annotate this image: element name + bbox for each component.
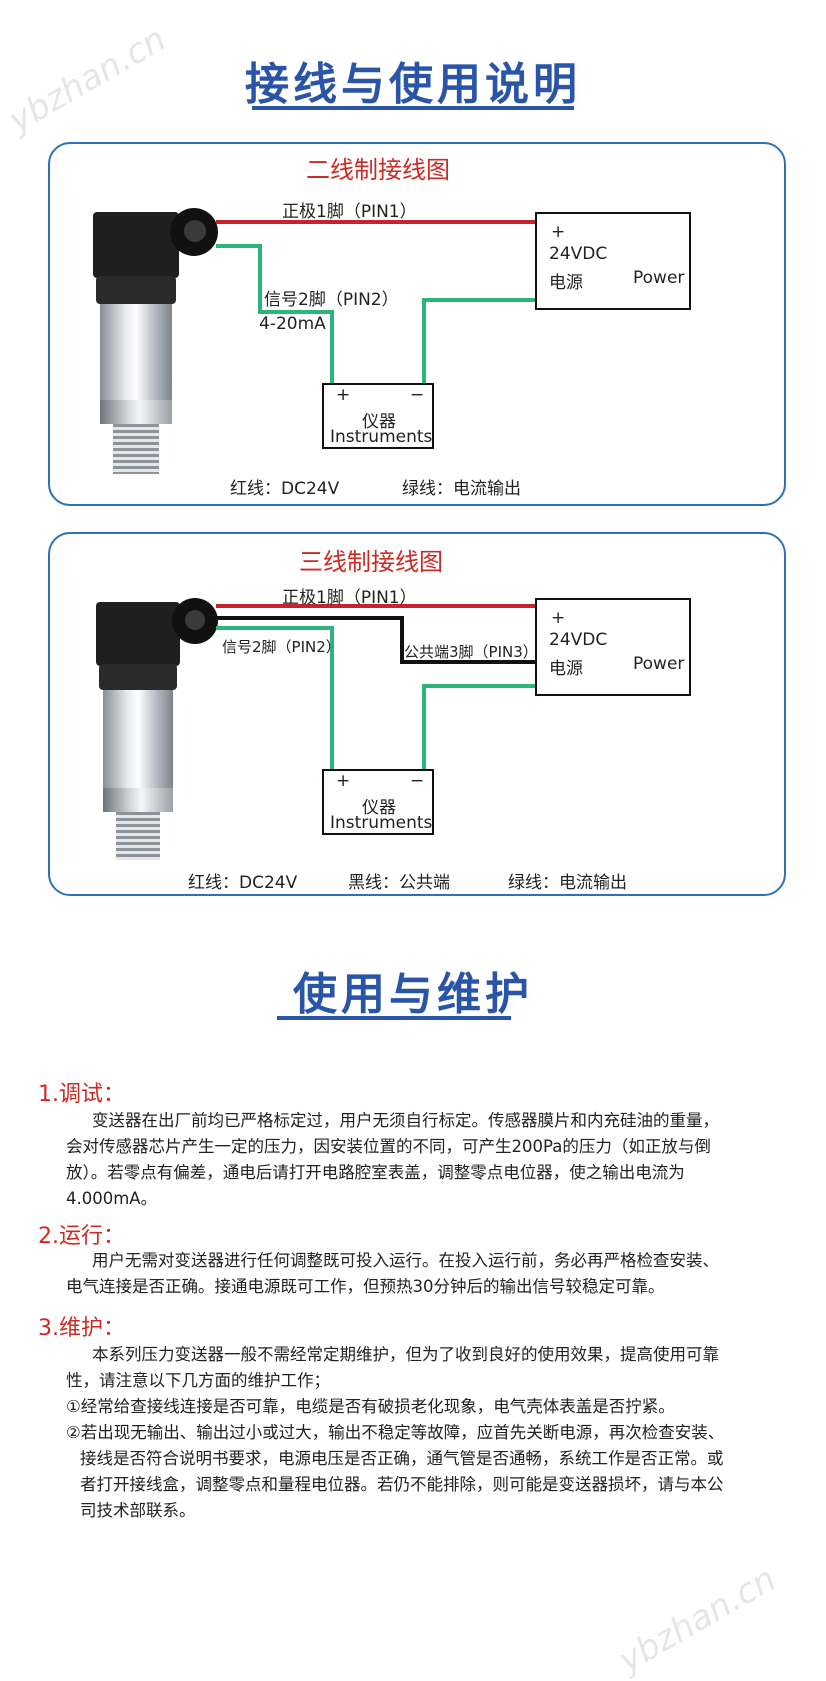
- two-wire-pin2-label: 信号2脚（PIN2）: [264, 290, 399, 310]
- instrument-label-en: Instruments: [330, 427, 433, 447]
- green-wire-pin2-b: [330, 626, 334, 770]
- power-voltage: 24VDC: [549, 244, 608, 264]
- two-wire-instrument-box: + − 仪器 Instruments: [322, 383, 434, 449]
- green-wire-return-b: [422, 684, 426, 770]
- paragraph-line: ①经常给查接线连接是否可靠，电缆是否有破损老化现象，电气壳体表盖是否拧紧。: [66, 1397, 675, 1416]
- section-heading-operation: 2.运行：: [38, 1224, 125, 1249]
- paragraph-line: 会对传感器芯片产生一定的压力，因安装位置的不同，可产生200Pa的压力（如正放与…: [66, 1137, 711, 1156]
- two-wire-legend-red: 红线：DC24V: [230, 479, 340, 499]
- paragraph-line: 本系列压力变送器一般不需经常定期维护，但为了收到良好的使用效果，提高使用可靠: [92, 1345, 719, 1364]
- paragraph-line: ②若出现无输出、输出过小或过大，输出不稳定等故障，应首先关断电源，再次检查安装、: [66, 1423, 725, 1442]
- three-wire-instrument-box: + − 仪器 Instruments: [322, 769, 434, 835]
- section-body-debug: 变送器在出厂前均已严格标定过，用户无须自行标定。传感器膜片和内充硅油的重量， 会…: [66, 1108, 806, 1212]
- paragraph-line: 变送器在出厂前均已严格标定过，用户无须自行标定。传感器膜片和内充硅油的重量，: [92, 1111, 719, 1130]
- power-voltage: 24VDC: [549, 630, 608, 650]
- paragraph-line: 用户无需对变送器进行任何调整既可投入运行。在投入运行前，务必再严格检查安装、: [92, 1251, 719, 1270]
- three-wire-pin3-label: 公共端3脚（PIN3）: [404, 643, 538, 661]
- three-wire-power-box: + 24VDC 电源 Power: [535, 598, 691, 696]
- paragraph-line: 接线是否符合说明书要求，电源电压是否正确，通气管是否通畅，系统工作是否正常。或: [80, 1449, 724, 1468]
- section-body-operation: 用户无需对变送器进行任何调整既可投入运行。在投入运行前，务必再严格检查安装、 电…: [66, 1248, 806, 1300]
- green-wire-return-a: [422, 684, 536, 688]
- red-wire-pin1: [216, 220, 536, 224]
- instrument-minus-sign: −: [410, 385, 425, 405]
- paragraph-line: 电气连接是否正确。接通电源既可工作，但预热30分钟后的输出信号较稳定可靠。: [66, 1277, 665, 1296]
- three-wire-panel: [48, 532, 786, 896]
- black-wire-pin3-a: [216, 616, 404, 620]
- wiring-title: 接线与使用说明: [245, 59, 581, 110]
- paragraph-line: 者打开接线盒，调整零点和量程电位器。若仍不能排除，则可能是变送器损坏，请与本公: [80, 1475, 724, 1494]
- power-label-en: Power: [633, 268, 685, 288]
- three-wire-legend-black: 黑线：公共端: [348, 873, 450, 893]
- green-wire-pin2-d: [330, 310, 334, 384]
- power-label-en: Power: [633, 654, 685, 674]
- two-wire-power-box: + 24VDC 电源 Power: [535, 212, 691, 310]
- green-wire-return-b: [422, 298, 426, 384]
- section-heading-maintenance: 3.维护：: [38, 1316, 125, 1341]
- maintenance-title: 使用与维护: [293, 969, 533, 1020]
- two-wire-title: 二线制接线图: [306, 156, 450, 184]
- three-wire-pin1-label: 正极1脚（PIN1）: [282, 588, 417, 608]
- three-wire-legend-red: 红线：DC24V: [188, 873, 298, 893]
- green-wire-pin2-a: [216, 626, 334, 630]
- green-wire-pin2-a: [216, 244, 262, 248]
- maintenance-title-underline: [277, 1016, 511, 1020]
- instrument-label-cn: 仪器: [362, 412, 396, 432]
- three-wire-title: 三线制接线图: [299, 548, 443, 576]
- paragraph-line: 性，请注意以下几方面的维护工作；: [66, 1371, 330, 1390]
- section-body-maintenance: 本系列压力变送器一般不需经常定期维护，但为了收到良好的使用效果，提高使用可靠 性…: [66, 1342, 806, 1524]
- section-heading-debug: 1.调试：: [38, 1082, 125, 1107]
- green-wire-pin2-b: [258, 244, 262, 314]
- red-wire-pin1: [216, 604, 536, 608]
- instrument-minus-sign: −: [410, 771, 425, 791]
- two-wire-pin1-label: 正极1脚（PIN1）: [282, 202, 417, 222]
- two-wire-legend-green: 绿线：电流输出: [402, 479, 521, 499]
- wiring-title-underline: [252, 106, 574, 110]
- paragraph-line: 司技术部联系。: [80, 1501, 196, 1520]
- three-wire-pin2-label: 信号2脚（PIN2）: [222, 638, 341, 656]
- black-wire-pin3-b: [400, 616, 404, 664]
- power-plus-sign: +: [551, 608, 566, 628]
- power-label-cn: 电源: [549, 273, 583, 293]
- two-wire-panel: [48, 142, 786, 506]
- instrument-label-cn: 仪器: [362, 798, 396, 818]
- power-label-cn: 电源: [549, 659, 583, 679]
- black-wire-pin3-c: [400, 660, 536, 664]
- green-wire-pin2-c: [258, 310, 334, 314]
- instrument-label-en: Instruments: [330, 813, 433, 833]
- two-wire-current-label: 4-20mA: [259, 314, 326, 334]
- paragraph-line: 4.000mA。: [66, 1189, 158, 1208]
- watermark-bottom-right: ybzhan.cn: [611, 1559, 783, 1681]
- paragraph-line: 放）。若零点有偏差，通电后请打开电路腔室表盖，调整零点电位器，使之输出电流为: [66, 1163, 685, 1182]
- instrument-plus-sign: +: [336, 771, 351, 791]
- power-plus-sign: +: [551, 222, 566, 242]
- green-wire-return-a: [422, 298, 536, 302]
- three-wire-legend-green: 绿线：电流输出: [508, 873, 627, 893]
- instrument-plus-sign: +: [336, 385, 351, 405]
